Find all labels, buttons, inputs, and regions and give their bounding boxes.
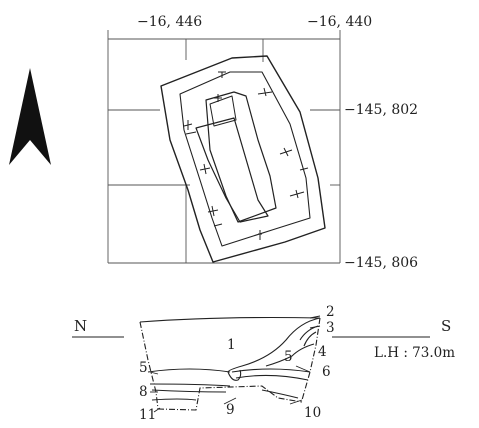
coord-right-lower: −145, 806 [344, 255, 418, 271]
layer-label-9: 9 [226, 402, 235, 418]
layer-label-2: 2 [326, 304, 335, 320]
layer-label-10: 10 [304, 405, 321, 421]
coordinate-grid [107, 30, 341, 264]
layer-leaders [149, 315, 321, 413]
coord-top-right: −16, 440 [307, 14, 372, 30]
layer-label-6: 6 [322, 364, 331, 380]
coord-right-upper: −145, 802 [344, 102, 418, 118]
layer-label-8: 8 [139, 384, 148, 400]
layer-label-11: 11 [139, 407, 156, 423]
layer-label-4: 4 [318, 344, 327, 360]
layer-label-1: 1 [227, 337, 236, 353]
coord-top-left: −16, 446 [137, 14, 202, 30]
north-arrow-icon [9, 68, 51, 165]
layer-label-5-right: 5 [284, 349, 293, 365]
section-label-north: N [74, 317, 87, 335]
layer-label-5-left: 5 [139, 360, 148, 376]
layer-label-3: 3 [326, 320, 335, 336]
section-profile [72, 316, 430, 411]
feature-plan [160, 55, 326, 263]
section-label-south: S [441, 317, 451, 335]
level-label: L.H : 73.0m [374, 345, 455, 361]
